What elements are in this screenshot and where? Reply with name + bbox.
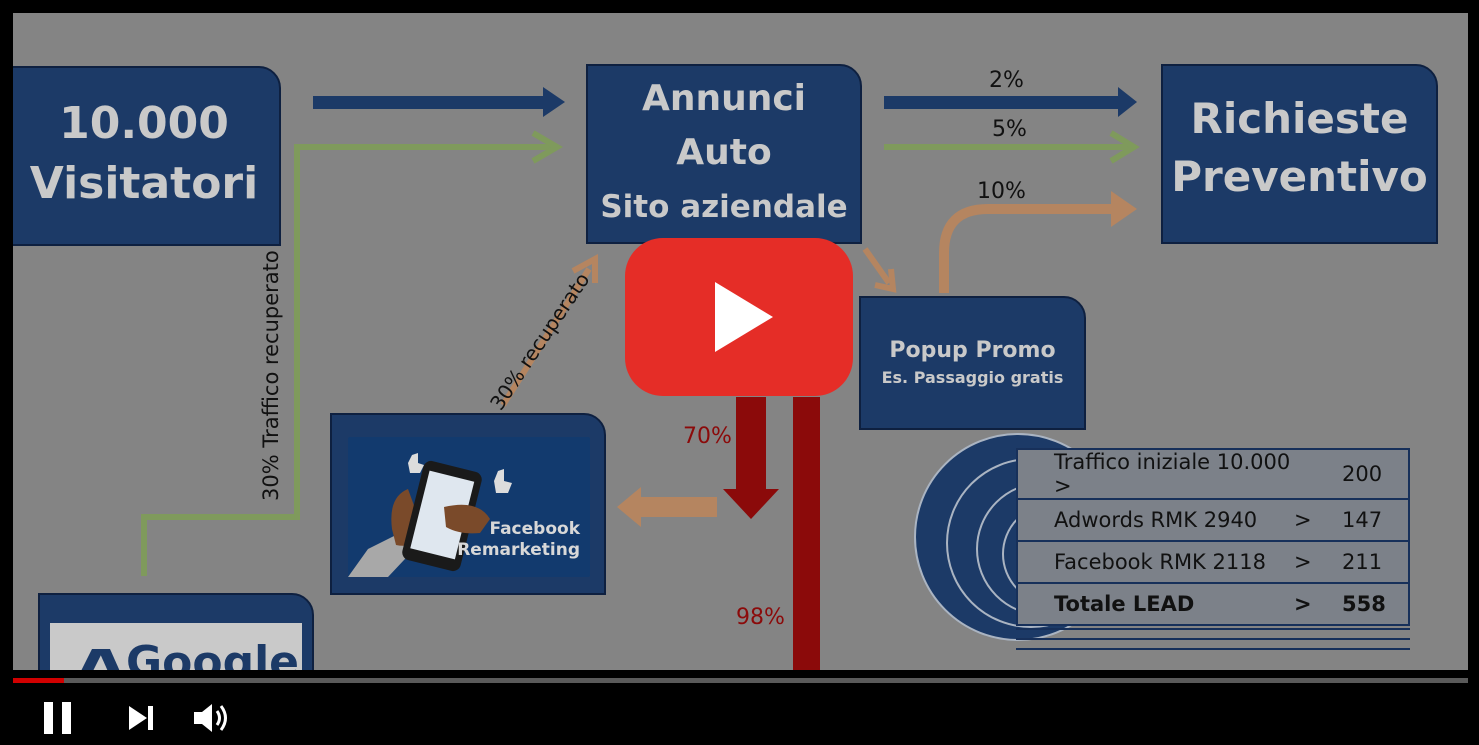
annunci-subtitle: Auto (676, 132, 772, 173)
youtube-play-button[interactable] (625, 238, 853, 396)
facebook-subtitle: Remarketing (457, 540, 580, 560)
richieste-title: Richieste (1190, 94, 1409, 143)
green-arrow-annunci-richieste (884, 130, 1140, 164)
traffic-recovered-label: 30% Traffico recuperato (259, 250, 283, 501)
next-button[interactable] (125, 698, 165, 738)
pause-button[interactable] (40, 698, 80, 738)
label-10pct: 10% (977, 179, 1026, 204)
lead-source: Totale LEAD (1017, 582, 1294, 625)
tan-arrow-to-facebook (617, 487, 717, 527)
pause-icon (44, 702, 71, 734)
annunci-title: Annunci (641, 78, 807, 119)
facebook-box: Facebook Remarketing (330, 413, 606, 595)
facebook-caption: Facebook Remarketing (457, 519, 580, 561)
video-frame[interactable]: 10.000 Visitatori Annunci Auto Sito azie… (13, 13, 1468, 670)
lead-separator: > (1294, 498, 1342, 541)
lead-row: Totale LEAD>558 (1017, 582, 1409, 625)
play-icon (715, 282, 773, 352)
google-logo: Google (126, 637, 299, 670)
adwords-icon (81, 649, 120, 670)
facebook-title: Facebook (489, 519, 580, 539)
visitors-box: 10.000 Visitatori (13, 66, 281, 246)
tan-arrow-annunci-popup (862, 247, 897, 293)
label-5pct: 5% (992, 117, 1027, 142)
next-icon (129, 706, 153, 730)
lead-value: 211 (1342, 540, 1409, 583)
lead-row: Facebook RMK 2118>211 (1017, 540, 1409, 583)
google-image: Google (50, 623, 302, 670)
lead-separator: > (1294, 540, 1342, 583)
popup-title: Popup Promo (889, 338, 1056, 363)
tan-arrow-popup-richieste (939, 204, 1118, 293)
annunci-box: Annunci Auto Sito aziendale (586, 64, 862, 244)
lead-value: 147 (1342, 498, 1409, 541)
navy-arrow-visitors-annunci (313, 87, 565, 117)
google-box: Google (38, 593, 314, 670)
label-98pct: 98% (736, 605, 785, 630)
facebook-image: Facebook Remarketing (348, 437, 590, 577)
lead-separator: > (1294, 582, 1342, 625)
tan-arrowhead-richieste (1111, 191, 1137, 227)
red-bar-98 (793, 397, 820, 670)
annunci-site: Sito aziendale (600, 189, 848, 225)
lead-value: 558 (1342, 582, 1409, 625)
lead-value: 200 (1342, 462, 1383, 486)
red-arrow-70 (723, 397, 779, 519)
popup-box: Popup Promo Es. Passaggio gratis (859, 296, 1086, 430)
lead-row: Traffico iniziale 10.000 > 200 (1017, 449, 1409, 499)
progress-bar[interactable] (13, 678, 1468, 683)
navy-arrow-annunci-richieste (884, 87, 1137, 117)
label-70pct: 70% (683, 424, 732, 449)
lead-source: Adwords RMK 2940 (1017, 498, 1294, 541)
richieste-subtitle: Preventivo (1171, 152, 1428, 201)
green-arrow-google-annunci (141, 130, 563, 576)
phone-hand-icon (348, 453, 512, 577)
lead-separator (1294, 449, 1342, 499)
volume-button[interactable] (192, 698, 232, 738)
table-underlines (1016, 628, 1410, 650)
progress-fill (13, 678, 64, 683)
popup-subtitle: Es. Passaggio gratis (881, 368, 1064, 387)
richieste-box: Richieste Preventivo (1161, 64, 1438, 244)
label-2pct: 2% (989, 68, 1024, 93)
visitors-count: 10.000 (59, 98, 229, 149)
visitors-label: Visitatori (29, 158, 259, 209)
volume-icon (194, 704, 227, 732)
lead-source: Traffico iniziale 10.000 > (1054, 450, 1291, 498)
lead-source: Facebook RMK 2118 (1017, 540, 1294, 583)
tan-arrow-facebook-annunci (500, 253, 598, 407)
player-controls (0, 670, 1479, 745)
lead-row: Adwords RMK 2940>147 (1017, 498, 1409, 541)
